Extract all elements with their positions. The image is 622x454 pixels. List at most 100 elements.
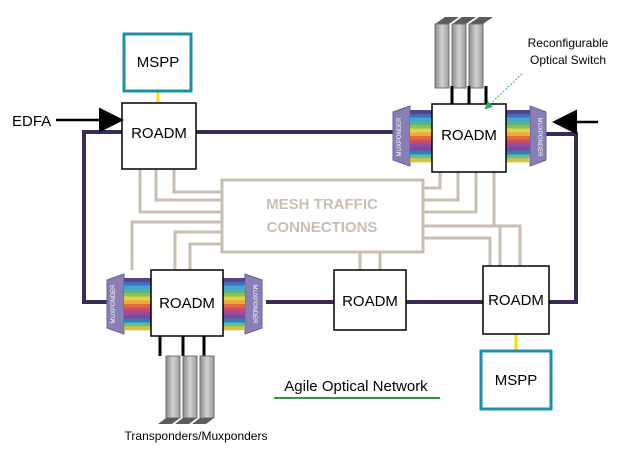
mspp-top-label: MSPP bbox=[137, 54, 180, 71]
wavelength-band bbox=[124, 292, 151, 297]
wavelength-band bbox=[124, 326, 151, 331]
wavelength-band bbox=[124, 289, 151, 294]
wavelength-band bbox=[124, 311, 151, 316]
roadm-bottom-left bbox=[150, 269, 224, 337]
mesh-label-2: CONNECTIONS bbox=[267, 219, 378, 236]
wavelength-band bbox=[124, 300, 151, 305]
wavelength-band bbox=[506, 121, 530, 126]
wavelength-band bbox=[124, 307, 151, 312]
wavelength-band bbox=[410, 150, 432, 155]
wavelength-band bbox=[223, 326, 245, 331]
muxponder-label: MUXPONDER bbox=[111, 284, 117, 324]
muxponder-label: MUXPONDER bbox=[251, 284, 257, 324]
wavelength-band bbox=[506, 117, 530, 122]
wavelength-band bbox=[506, 139, 530, 144]
mesh-connections bbox=[130, 168, 522, 270]
roadm-middle-label: ROADM bbox=[342, 293, 398, 310]
wavelength-band bbox=[223, 285, 245, 290]
wavelength-band bbox=[506, 132, 530, 137]
muxponders: MUXPONDER MUXPONDER MUXPONDER MUXPONDER bbox=[106, 105, 547, 335]
reconfigurable-switch-label-2: Optical Switch bbox=[530, 53, 606, 67]
muxponder-bottom-left-left: MUXPONDER bbox=[106, 273, 125, 335]
card-top-1 bbox=[434, 17, 459, 89]
wavelength-band bbox=[506, 143, 530, 148]
muxponder-top-right-left: MUXPONDER bbox=[392, 105, 411, 167]
wavelength-band bbox=[223, 311, 245, 316]
switch-pointer-arrow bbox=[484, 73, 523, 110]
wavelength-band bbox=[223, 318, 245, 323]
wavelength-band bbox=[410, 158, 432, 163]
wavelength-band bbox=[223, 296, 245, 301]
card-bottom-3 bbox=[192, 355, 215, 424]
card-bottom-1 bbox=[158, 355, 181, 424]
wavelength-band bbox=[124, 322, 151, 327]
roadm-top-right bbox=[431, 103, 507, 173]
transponder-cards-bottom bbox=[158, 336, 215, 424]
wavelength-band bbox=[410, 136, 432, 141]
wavelength-band bbox=[223, 281, 245, 286]
wavelength-band bbox=[124, 278, 151, 283]
muxponder-label: MUXPONDER bbox=[397, 117, 403, 157]
fan-top-right-right bbox=[506, 110, 530, 163]
wavelength-band bbox=[410, 139, 432, 144]
card-top-2 bbox=[451, 17, 476, 89]
muxponder-top-right-right: MUXPONDER bbox=[529, 105, 547, 167]
wavelength-band bbox=[223, 292, 245, 297]
roadm-top-left-label: ROADM bbox=[131, 125, 187, 142]
wavelength-bands bbox=[124, 110, 530, 331]
wavelength-band bbox=[223, 307, 245, 312]
wavelength-band bbox=[124, 281, 151, 286]
roadm-bottom-left-label: ROADM bbox=[159, 295, 215, 312]
fan-top-right-left bbox=[410, 110, 432, 163]
wavelength-band bbox=[410, 128, 432, 133]
roadm-top-left bbox=[121, 102, 197, 170]
edfa-label: EDFA bbox=[12, 113, 51, 130]
wavelength-band bbox=[124, 315, 151, 320]
wavelength-band bbox=[410, 132, 432, 137]
mspp-top bbox=[122, 32, 193, 93]
wavelength-band bbox=[410, 154, 432, 159]
wavelength-band bbox=[223, 300, 245, 305]
wavelength-band bbox=[506, 124, 530, 129]
wavelength-band bbox=[223, 315, 245, 320]
wavelength-band bbox=[410, 147, 432, 152]
wavelength-band bbox=[124, 296, 151, 301]
wavelength-band bbox=[223, 278, 245, 283]
wavelength-band bbox=[506, 154, 530, 159]
wavelength-band bbox=[124, 304, 151, 309]
wavelength-band bbox=[506, 147, 530, 152]
card-bottom-2 bbox=[175, 355, 198, 424]
fan-bottom-left-right bbox=[223, 278, 245, 331]
card-top-3 bbox=[468, 17, 493, 89]
wavelength-band bbox=[410, 110, 432, 115]
wavelength-band bbox=[410, 121, 432, 126]
transponders-label: Transponders/Muxponders bbox=[125, 429, 268, 443]
wavelength-band bbox=[124, 285, 151, 290]
wavelength-band bbox=[410, 113, 432, 118]
muxponder-bottom-left-right: MUXPONDER bbox=[244, 273, 263, 335]
wavelength-band bbox=[223, 304, 245, 309]
wavelength-band bbox=[410, 143, 432, 148]
mesh-label-1: MESH TRAFFIC bbox=[266, 196, 378, 213]
mspp-bottom bbox=[479, 349, 553, 411]
wavelength-band bbox=[506, 158, 530, 163]
roadm-middle bbox=[333, 269, 407, 331]
wavelength-band bbox=[124, 318, 151, 323]
roadm-bottom-right bbox=[482, 265, 550, 335]
wavelength-band bbox=[506, 110, 530, 115]
wavelength-band bbox=[223, 289, 245, 294]
roadm-top-right-label: ROADM bbox=[441, 127, 497, 144]
fan-bottom-left-left bbox=[124, 278, 151, 331]
wavelength-band bbox=[506, 136, 530, 141]
wavelength-band bbox=[410, 117, 432, 122]
transponder-cards-top bbox=[434, 17, 493, 104]
wavelength-band bbox=[506, 150, 530, 155]
muxponder-label: MUXPONDER bbox=[536, 117, 542, 157]
wavelength-band bbox=[410, 124, 432, 129]
reconfigurable-switch-label-1: Reconfigurable bbox=[528, 36, 609, 50]
agile-network-label: Agile Optical Network bbox=[284, 378, 428, 395]
mesh-traffic-box bbox=[220, 178, 425, 254]
wavelength-band bbox=[506, 128, 530, 133]
